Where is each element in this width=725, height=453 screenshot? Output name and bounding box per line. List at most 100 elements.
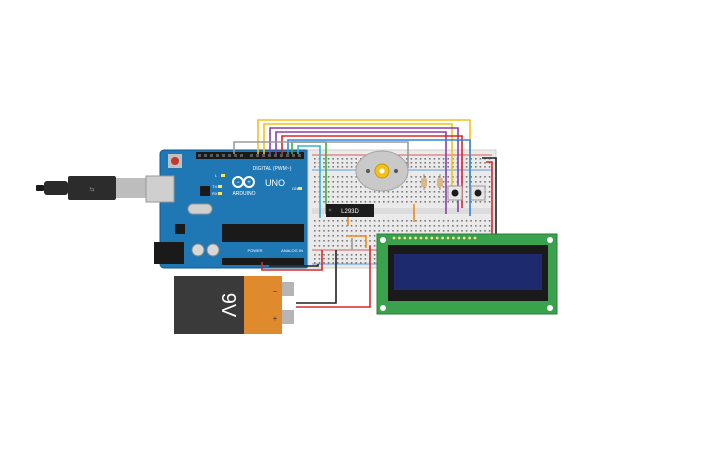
resistor-1[interactable] — [421, 174, 427, 190]
arduino-brand-text: ARDUINO — [232, 191, 255, 197]
wire-red-right[interactable] — [486, 161, 493, 236]
motor-driver-ic[interactable]: L293D — [326, 204, 374, 217]
breadboard-hole — [373, 258, 376, 260]
breadboard-hole — [341, 258, 344, 260]
wire-yellow-2[interactable] — [263, 123, 453, 190]
breadboard-hole — [452, 201, 454, 203]
svg-text:+: + — [247, 180, 251, 186]
breadboard-hole — [406, 181, 408, 183]
lcd-display[interactable] — [376, 233, 558, 315]
wire-5v-red[interactable] — [261, 250, 323, 271]
breadboard-hole — [341, 220, 344, 222]
breadboard-hole — [323, 230, 325, 232]
breadboard-hole — [447, 220, 449, 222]
breadboard-hole — [424, 230, 426, 232]
reset-button[interactable] — [171, 157, 179, 165]
breadboard-hole — [429, 162, 431, 164]
breadboard-hole — [392, 230, 394, 232]
breadboard-hole — [341, 201, 344, 203]
wire-purple-1[interactable] — [269, 127, 459, 212]
breadboard-hole — [318, 254, 321, 256]
breadboard-hole — [410, 162, 413, 164]
battery-9v[interactable]: − + 9V — [174, 276, 294, 334]
breadboard-hole — [350, 158, 353, 160]
dc-motor[interactable] — [355, 150, 409, 192]
breadboard-hole — [438, 220, 440, 222]
breadboard-hole — [415, 225, 417, 227]
push-button-2[interactable] — [470, 185, 486, 201]
breadboard-hole — [419, 176, 422, 178]
breadboard-hole — [355, 158, 357, 160]
breadboard-hole — [332, 196, 334, 198]
breadboard-hole — [327, 191, 330, 193]
breadboard-hole — [479, 230, 482, 232]
wire-gray-1[interactable] — [233, 141, 409, 168]
usb-cable[interactable]: ⇆ — [36, 176, 146, 200]
led-rx-label: RX — [212, 191, 218, 196]
push-button-2-cap — [474, 189, 482, 197]
push-button-1[interactable] — [447, 185, 463, 201]
breadboard-hole — [337, 162, 339, 164]
breadboard-hole — [350, 181, 353, 183]
breadboard-hole — [323, 162, 325, 164]
wire-black-right[interactable] — [482, 157, 497, 240]
breadboard-hole — [470, 225, 472, 227]
breadboard-hole — [419, 162, 422, 164]
breadboard-hole — [419, 158, 422, 160]
breadboard-hole — [387, 201, 390, 203]
breadboard-hole — [429, 230, 431, 232]
breadboard-hole — [479, 158, 482, 160]
breadboard-hole — [360, 196, 362, 198]
breadboard-hole — [323, 240, 325, 242]
breadboard-hole — [314, 240, 316, 242]
lcd-pin — [419, 236, 423, 240]
breadboard-hole — [438, 162, 440, 164]
breadboard-hole — [433, 166, 436, 168]
breadboard-hole — [406, 186, 408, 188]
wire-red-1[interactable] — [281, 135, 463, 208]
wire-battery-red[interactable] — [296, 246, 371, 308]
breadboard-hole — [327, 235, 330, 237]
breadboard-hole — [429, 158, 431, 160]
power-label: POWER — [247, 248, 262, 253]
breadboard-hole — [373, 220, 376, 222]
breadboard-hole — [346, 196, 348, 198]
usb-cable-strain — [44, 181, 68, 195]
lcd-screen — [394, 254, 542, 290]
breadboard-hole — [350, 201, 353, 203]
breadboard-hole — [442, 186, 445, 188]
wire-gnd-black[interactable] — [269, 262, 319, 267]
digital-header-pins — [198, 154, 301, 157]
breadboard-hole — [438, 201, 440, 203]
resistor-2[interactable] — [437, 174, 443, 190]
wire-battery-black[interactable] — [296, 250, 337, 304]
wire-orange-3[interactable] — [346, 235, 367, 248]
breadboard-hole — [327, 158, 330, 160]
breadboard-hole — [341, 240, 344, 242]
breadboard-hole — [484, 201, 486, 203]
breadboard-hole — [392, 201, 394, 203]
breadboard-hole — [401, 196, 403, 198]
ic-label: L293D — [341, 209, 359, 215]
breadboard-hole — [475, 181, 477, 183]
wire-blue-1[interactable] — [287, 139, 471, 216]
capacitor-2 — [206, 243, 220, 257]
breadboard-hole — [332, 176, 334, 178]
arduino-uno-board[interactable]: DIGITAL (PWM~) − + ARDUINO UNO L TX RX O… — [145, 149, 311, 269]
breadboard-hole — [410, 186, 413, 188]
wire-purple-2[interactable] — [275, 131, 447, 214]
breadboard-hole — [429, 225, 431, 227]
wire-cyan-1[interactable] — [297, 145, 321, 218]
breadboard-hole — [410, 191, 413, 193]
breadboard-hole — [419, 186, 422, 188]
breadboard-hole — [470, 176, 472, 178]
breadboard-hole — [318, 245, 321, 247]
breadboard-hole — [470, 162, 472, 164]
breadboard-hole — [438, 176, 440, 178]
breadboard-hole — [314, 176, 316, 178]
breadboard-hole — [387, 230, 390, 232]
breadboard-hole — [415, 176, 417, 178]
breadboard-hole — [350, 162, 353, 164]
breadboard-hole — [355, 225, 357, 227]
breadboard-hole — [378, 196, 380, 198]
